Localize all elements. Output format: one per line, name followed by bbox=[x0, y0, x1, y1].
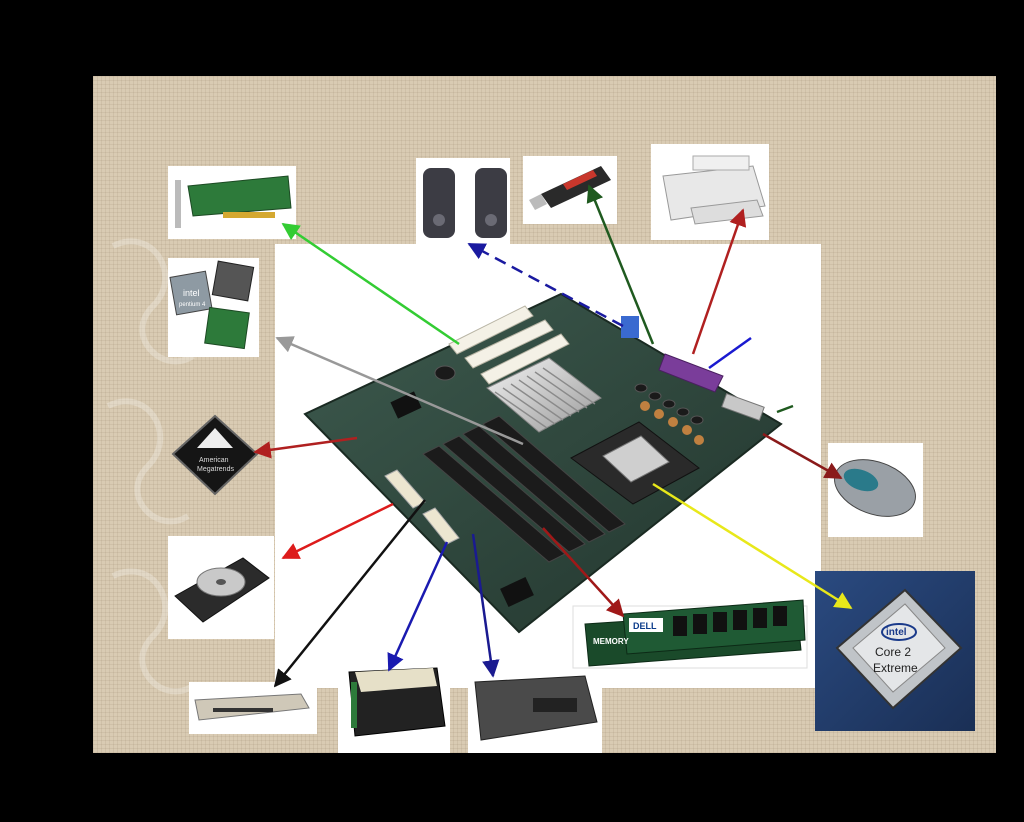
bios-label-line1: American bbox=[199, 457, 229, 464]
speakers-image bbox=[416, 158, 510, 244]
arrows bbox=[253, 184, 853, 688]
arrow-speakers bbox=[467, 242, 624, 328]
arrow-bios bbox=[253, 436, 358, 459]
parallel-port bbox=[658, 353, 724, 393]
arrow-parallel-port bbox=[708, 336, 752, 370]
bios-label-line2: Megatrends bbox=[197, 466, 234, 473]
arrow-network-card bbox=[281, 222, 460, 346]
ram-sub-label: MEMORY bbox=[593, 637, 629, 646]
arrow-optical-drive bbox=[387, 541, 449, 672]
arrow-usb-drive bbox=[586, 184, 655, 345]
hard-drive-image bbox=[168, 536, 274, 639]
ide-connectors bbox=[384, 469, 460, 545]
cpu-line1-label: Core 2 bbox=[875, 645, 911, 659]
arrow-tape-drive bbox=[471, 533, 500, 678]
tape-drive-image bbox=[468, 660, 602, 753]
intel-chip-label: intel bbox=[183, 288, 200, 298]
arrow-ram bbox=[542, 527, 625, 618]
floppy-drive-image bbox=[189, 682, 317, 734]
usb-drive-image bbox=[523, 156, 617, 224]
heatsink bbox=[486, 357, 602, 433]
arrow-printer bbox=[691, 208, 747, 355]
slide: intel pentium 4 American Megatrends bbox=[93, 76, 996, 753]
cpu-socket bbox=[570, 421, 700, 505]
background-ornament bbox=[106, 238, 195, 695]
printer-image bbox=[651, 144, 769, 240]
mouse-image bbox=[828, 443, 923, 537]
cpu-brand-label: intel bbox=[886, 627, 907, 638]
dimm-slots bbox=[422, 415, 626, 563]
cpu-line2-label: Extreme bbox=[873, 661, 918, 675]
arrow-cpu bbox=[652, 482, 853, 610]
arrow-hard-drive bbox=[281, 502, 394, 560]
cpu-image: intel Core 2 Extreme bbox=[815, 571, 975, 731]
arrow-chipset bbox=[275, 336, 524, 446]
capacitors bbox=[434, 365, 704, 425]
inductors bbox=[640, 401, 704, 445]
chipset-image: intel pentium 4 bbox=[168, 258, 259, 357]
arrow-mouse bbox=[762, 432, 843, 480]
bios-chip-image: American Megatrends bbox=[171, 414, 259, 496]
motherboard bbox=[303, 292, 783, 634]
motherboard-diagram: intel pentium 4 American Megatrends bbox=[106, 144, 975, 753]
ram-image: DELL MEMORY bbox=[572, 599, 808, 669]
ram-brand-label: DELL bbox=[633, 621, 657, 631]
pci-slots bbox=[448, 305, 570, 385]
network-card-image bbox=[168, 166, 296, 239]
arrow-floppy bbox=[273, 499, 426, 688]
optical-drive-image bbox=[338, 658, 450, 753]
intel-chip-sublabel: pentium 4 bbox=[179, 302, 206, 308]
